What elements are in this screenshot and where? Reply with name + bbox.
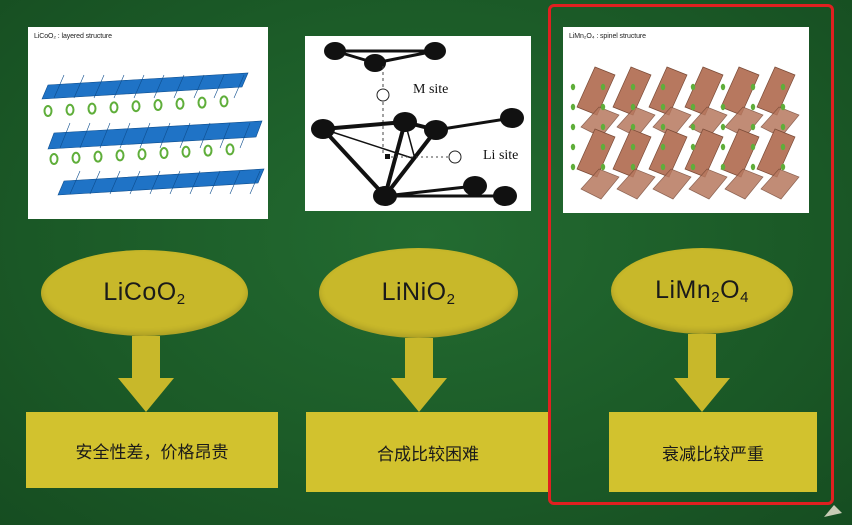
limn2o4-structure-caption: LiMn₂O₄ : spinel structure: [569, 33, 646, 40]
lithium-ion: [87, 102, 97, 115]
linio2-structure-image: M site Li site: [305, 36, 531, 211]
licoo2-note-box: 安全性差，价格昂贵: [26, 412, 278, 488]
lithium-ion: [137, 148, 147, 161]
manganese-oxide-block: [756, 128, 796, 178]
manganese-oxide-block: [720, 66, 760, 116]
lithium-ion: [153, 99, 163, 111]
m-site-label: M site: [413, 82, 449, 97]
lithium-ion: [219, 95, 229, 108]
limn2o4-note-box: 衰减比较严重: [609, 412, 817, 492]
manganese-oxide-block: [576, 128, 616, 178]
lithium-ion: [181, 145, 191, 158]
cobalt-oxide-layer: [47, 120, 263, 150]
cobalt-oxide-layer: [57, 168, 265, 196]
limn2o4-structure-image: LiMn₂O₄ : spinel structure: [563, 27, 809, 213]
lithium-ion: [109, 101, 119, 114]
licoo2-formula: LiCoO2: [103, 278, 186, 308]
highlight-rectangle: [548, 4, 834, 505]
manganese-oxide-block: [612, 128, 652, 178]
linio2-site-drawing: [311, 42, 524, 206]
manganese-oxide-block: [648, 66, 688, 116]
corner-decoration-icon: [824, 505, 842, 517]
limn2o4-down-arrow: [674, 334, 730, 412]
licoo2-note-text: 安全性差，价格昂贵: [75, 442, 229, 463]
manganese-oxide-block: [648, 128, 688, 178]
spinel-structure-drawing: [570, 66, 800, 200]
manganese-oxide-block: [756, 66, 796, 116]
lithium-ion: [203, 144, 213, 157]
lithium-ion: [131, 100, 141, 113]
manganese-oxide-block: [576, 66, 616, 116]
limn2o4-note-text: 衰减比较严重: [662, 444, 764, 465]
licoo2-structure-caption: LiCoO₂ : layered structure: [34, 33, 112, 40]
cobalt-oxide-layer: [41, 72, 249, 100]
lithium-ion: [71, 151, 81, 164]
linio2-formula: LiNiO2: [381, 278, 456, 308]
licoo2-down-arrow: [118, 336, 174, 412]
limn2o4-ellipse: LiMn2O4: [611, 248, 793, 334]
lithium-ion: [43, 105, 53, 117]
lithium-ion: [225, 143, 235, 156]
layered-structure-drawing: [41, 72, 265, 196]
limn2o4-formula: LiMn2O4: [655, 276, 749, 306]
linio2-ellipse: LiNiO2: [319, 248, 518, 338]
linio2-down-arrow: [391, 338, 447, 412]
li-site-label: Li site: [483, 148, 519, 163]
licoo2-ellipse: LiCoO2: [41, 250, 248, 336]
lithium-ion: [49, 153, 59, 165]
linio2-note-box: 合成比较困难: [306, 412, 550, 492]
lithium-ion: [159, 147, 169, 159]
lithium-ion: [65, 103, 75, 116]
lithium-ion: [175, 97, 185, 110]
manganese-oxide-block: [720, 128, 760, 178]
lithium-ion: [115, 149, 125, 162]
manganese-oxide-block: [612, 66, 652, 116]
manganese-oxide-block: [684, 66, 724, 116]
licoo2-structure-image: LiCoO₂ : layered structure: [28, 27, 268, 219]
lithium-ion: [93, 150, 103, 163]
lithium-ion: [197, 96, 207, 109]
linio2-note-text: 合成比较困难: [377, 444, 479, 465]
